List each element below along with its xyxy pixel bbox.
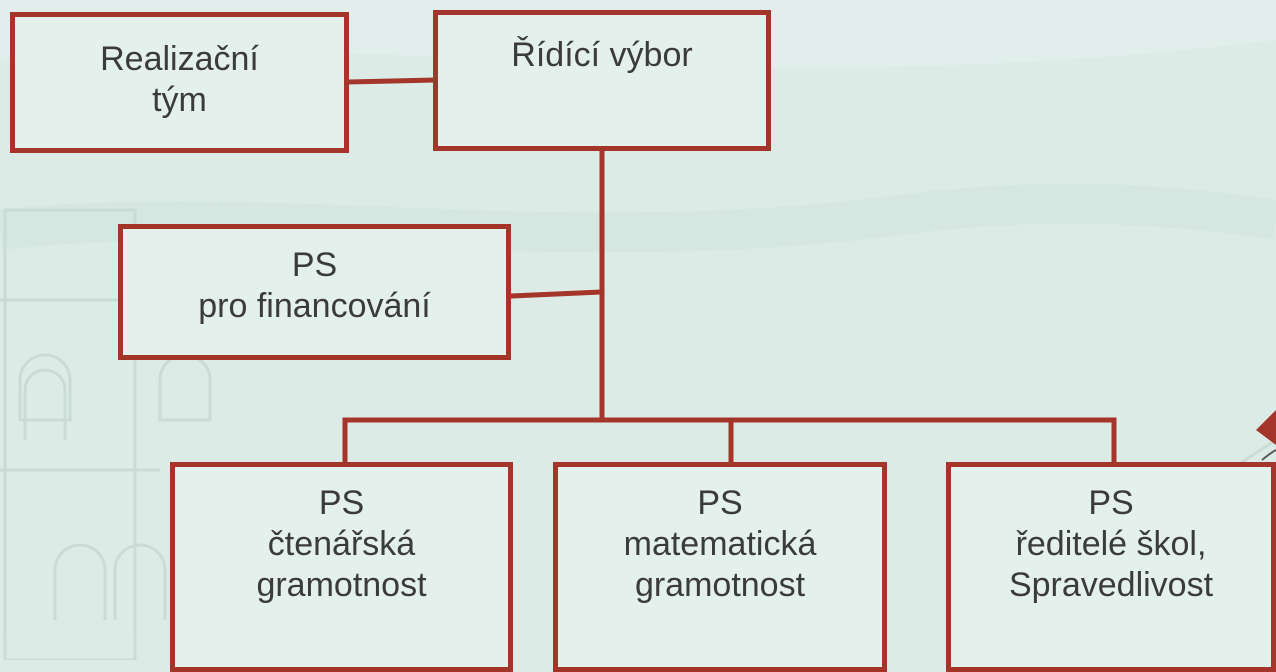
node-ps-matematicka-gramotnost: PS matematická gramotnost bbox=[553, 462, 887, 672]
node-label-line: PS bbox=[318, 484, 365, 522]
node-label-line: Realizační bbox=[100, 40, 259, 78]
background-wave bbox=[0, 183, 1276, 253]
node-ps-ctenarska-gramotnost: PS čtenářská gramotnost bbox=[170, 462, 513, 672]
node-ps-reditele-skol: PS ředitelé škol, Spravedlivost bbox=[946, 462, 1276, 672]
arrow-marker-tail-icon bbox=[1261, 449, 1276, 461]
node-realizacni-tym: Realizační tým bbox=[10, 12, 349, 153]
node-ridici-vybor: Řídící výbor bbox=[433, 10, 771, 151]
node-label-line: Spravedlivost bbox=[1008, 566, 1214, 604]
node-label-line: PS bbox=[291, 246, 338, 284]
node-label-line: matematická bbox=[623, 525, 817, 563]
node-label-line: čtenářská bbox=[267, 525, 416, 563]
arrow-marker-icon bbox=[1256, 410, 1276, 445]
node-label-line: gramotnost bbox=[634, 566, 806, 604]
node-label-line: pro financování bbox=[198, 287, 431, 325]
node-ps-financovani: PS pro financování bbox=[118, 224, 511, 360]
node-label-line: ředitelé škol, bbox=[1015, 525, 1207, 563]
node-label-line: gramotnost bbox=[256, 566, 427, 604]
edge-realizacni-ridici bbox=[346, 77, 436, 85]
edge-ridici-financovani bbox=[508, 289, 605, 299]
node-label-line: PS bbox=[697, 484, 743, 522]
node-label-line: PS bbox=[1088, 484, 1134, 522]
node-label-line: tým bbox=[152, 81, 207, 119]
node-label-line: Řídící výbor bbox=[511, 36, 693, 74]
